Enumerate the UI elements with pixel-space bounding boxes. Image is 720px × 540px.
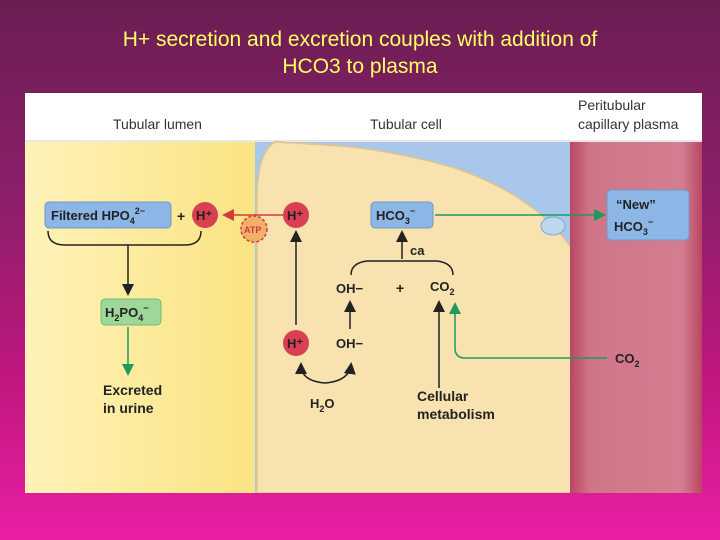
plasma-co2-arrow bbox=[449, 302, 607, 359]
cell-h-bottom-circle bbox=[283, 330, 309, 356]
title-line-1: H+ secretion and excretion couples with … bbox=[122, 28, 598, 51]
excreted-line1: Excreted bbox=[103, 382, 162, 398]
filtered-hpo4-label: Filtered HPO42− bbox=[51, 206, 145, 226]
filtered-hpo4-box bbox=[44, 201, 172, 229]
header-tubular-lumen: Tubular lumen bbox=[113, 116, 202, 132]
ca-bracket bbox=[350, 260, 454, 276]
excreted-line2: in urine bbox=[103, 400, 154, 416]
water-to-oh-arrow bbox=[324, 362, 356, 384]
lumen-h-plus: H⁺ bbox=[196, 208, 212, 223]
new-hco3-box bbox=[606, 189, 690, 241]
diagram-figure: Tubular lumen Tubular cell Peritubular c… bbox=[25, 93, 702, 493]
water-to-h-arrow bbox=[295, 362, 326, 384]
ca-label: ca bbox=[410, 243, 425, 258]
header-band bbox=[25, 93, 702, 141]
cell-plus: + bbox=[396, 280, 404, 296]
header-tubular-cell: Tubular cell bbox=[370, 116, 442, 132]
h2po4-box bbox=[100, 298, 162, 326]
diagram-svg: Tubular lumen Tubular cell Peritubular c… bbox=[25, 93, 702, 493]
combine-bracket bbox=[47, 230, 202, 246]
cell-h-top-circle bbox=[283, 202, 309, 228]
cell-co2-label: CO2 bbox=[430, 279, 455, 297]
cell-oh-label: OH− bbox=[336, 281, 364, 296]
title-line-2: HCO3 to plasma bbox=[282, 55, 438, 78]
cellular-line1: Cellular bbox=[417, 388, 469, 404]
new-hco3-label: HCO3− bbox=[614, 217, 653, 237]
atp-label: ATP bbox=[244, 225, 261, 235]
lumen-plus: + bbox=[177, 208, 185, 224]
cell-h-bottom-label: H⁺ bbox=[287, 336, 303, 351]
cell-oh-bottom-label: OH− bbox=[336, 336, 364, 351]
cell-hco3-box bbox=[370, 201, 434, 229]
slide-title: H+ secretion and excretion couples with … bbox=[0, 26, 720, 80]
h2po4-label: H2PO4− bbox=[105, 303, 148, 323]
cell-h-top-label: H⁺ bbox=[287, 208, 303, 223]
lumen-h-circle bbox=[192, 202, 218, 228]
cell-hco3-label: HCO3− bbox=[376, 206, 415, 226]
cellular-line2: metabolism bbox=[417, 406, 495, 422]
new-label: “New” bbox=[616, 197, 656, 212]
header-peritubular-line2: capillary plasma bbox=[578, 116, 679, 132]
h2o-label: H2O bbox=[310, 396, 335, 414]
plasma-co2-label: CO2 bbox=[615, 351, 640, 369]
atp-pump-icon bbox=[240, 215, 268, 243]
basolateral-transporter-icon bbox=[540, 216, 566, 236]
header-peritubular-line1: Peritubular bbox=[578, 97, 646, 113]
